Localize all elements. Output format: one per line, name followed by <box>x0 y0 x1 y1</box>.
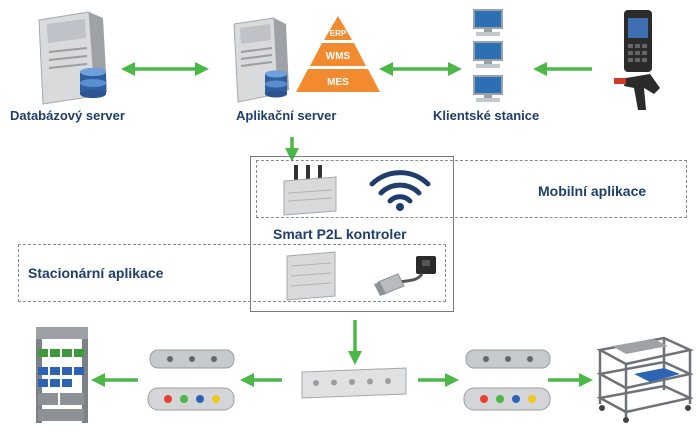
mobile-app-region <box>256 160 687 218</box>
mobile-app-label: Mobilní aplikace <box>538 183 647 199</box>
erp-wms-mes-pyramid: ERP WMS MES <box>296 16 380 92</box>
database-server-icon <box>38 11 107 105</box>
controller-box <box>250 156 454 312</box>
picking-cart-icon <box>596 336 694 423</box>
wifi-icon <box>369 170 431 211</box>
pyramid-mes: MES <box>327 77 349 88</box>
pyramid-wms: WMS <box>326 51 351 62</box>
stationary-app-region <box>18 244 446 302</box>
wireless-controller-device <box>283 165 337 216</box>
central-light-bar <box>301 367 407 399</box>
monitor-icon <box>473 9 503 36</box>
light-modules-right <box>463 349 551 411</box>
client-stations-label: Klientské stanice <box>433 108 540 123</box>
monitor-icon <box>473 41 503 68</box>
light-modules-left <box>147 349 235 411</box>
controller-label: Smart P2L kontroler <box>273 226 407 242</box>
client-stations-icon <box>473 9 503 102</box>
storage-shelf-icon <box>36 327 88 423</box>
pyramid-erp: ERP <box>330 29 347 38</box>
application-server-icon <box>233 17 289 103</box>
power-adapter-icon <box>374 256 436 296</box>
stationary-app-label: Stacionární aplikace <box>28 265 164 281</box>
handheld-scanner-icon <box>614 10 660 110</box>
application-server-label: Aplikační server <box>236 108 337 123</box>
wired-controller-device <box>286 251 336 301</box>
monitor-icon <box>473 75 503 102</box>
database-server-label: Databázový server <box>10 108 125 123</box>
